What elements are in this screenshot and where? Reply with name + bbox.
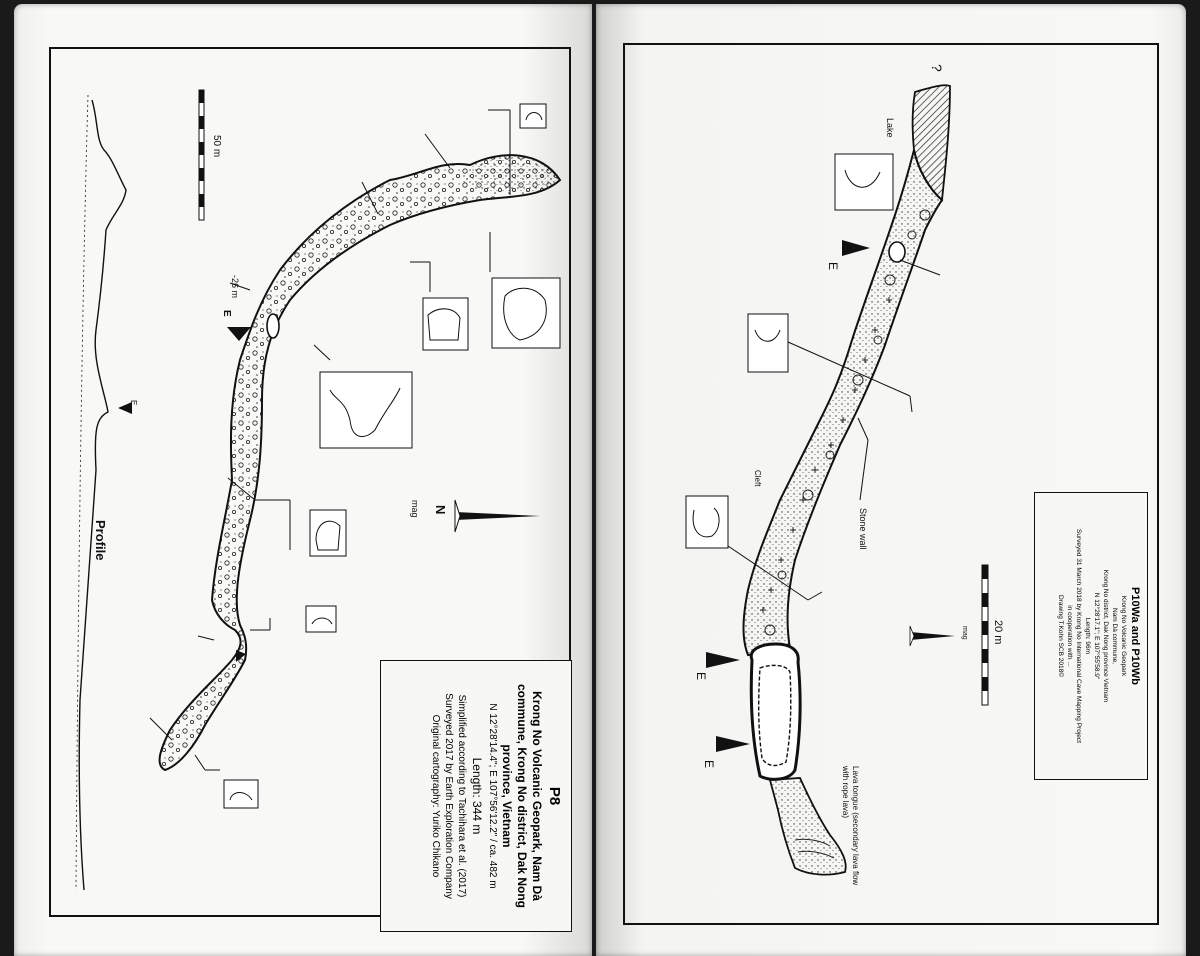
rope-lava-marks [760, 297, 892, 613]
skylight-right [888, 241, 906, 263]
right-line-2: Nam Dà commune, [1111, 608, 1118, 664]
right-line-3: Krong No district, Dak Nong province Vie… [1102, 569, 1109, 703]
right-line-5: Length: 96m [1084, 617, 1091, 655]
stone-wall-label: Stone wall [858, 508, 868, 550]
left-cave-map [49, 47, 571, 917]
lava-tongue-label: Lava tongue (secondary lava flow with ro… [841, 766, 860, 886]
right-line-7: in cooperation with ... [1066, 605, 1073, 667]
boulders-right [764, 209, 931, 636]
profile-entrance-arrow [118, 402, 132, 414]
question-mark: ? [929, 64, 945, 72]
cleft-label: Cleft [753, 470, 762, 487]
entrance-label-right-2: E [694, 672, 708, 681]
right-map-frame [623, 43, 1159, 925]
profile-baseline [75, 94, 89, 891]
right-cave-title: P10Wa and P10Wb [1129, 586, 1141, 685]
cave-passage-p8 [158, 154, 562, 772]
entrance-label-right-3: E [702, 760, 716, 769]
entrance-label-right-1: E [826, 262, 840, 271]
right-line-6: Surveyed 31 March 2018 by Krong No Inter… [1075, 529, 1082, 743]
cross-sections-right [685, 153, 941, 601]
entrance-skylight [266, 313, 280, 339]
left-map-frame [49, 47, 571, 917]
north-sub-right: mag [961, 626, 968, 640]
title-box-right: P10Wa and P10Wb Krong No Volcanic Geopar… [1034, 492, 1148, 780]
entrance-arrow-1 [842, 240, 870, 256]
right-line-8: Drawing T.Kohn SCB 2018© [1057, 595, 1064, 677]
north-arrow-left [454, 499, 540, 533]
north-arrow-right [909, 625, 955, 647]
collapse-chamber [749, 642, 802, 781]
lava-tongue [768, 777, 847, 876]
right-line-4: N 12°28'17.1"; E 107°55'58.9" [1093, 592, 1100, 680]
entrance-arrow-2 [706, 652, 740, 668]
scale-label-right: 20 m [992, 620, 1004, 645]
cross-sections [149, 103, 561, 809]
title-box-left: P8 Krong No Volcanic Geopark, Nam Dà com… [380, 660, 572, 932]
entrance-marker [227, 327, 251, 341]
entrance-arrow-3 [716, 736, 750, 752]
lake-label: Lake [885, 118, 895, 138]
profile-line [78, 99, 127, 891]
right-line-1: Krong No Volcanic Geopark [1120, 595, 1127, 677]
cave-passage-p10w [742, 149, 944, 657]
